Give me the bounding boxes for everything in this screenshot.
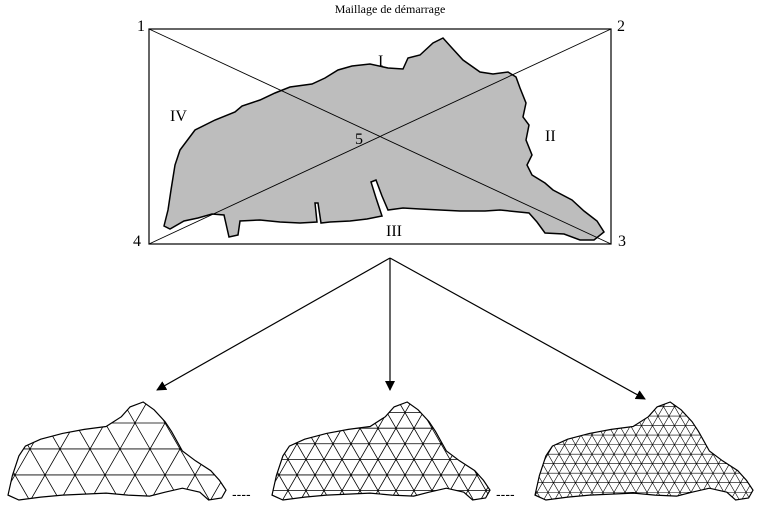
arrow-to-coarse-mesh [156, 257, 391, 391]
region-label-III: III [386, 223, 402, 240]
region-label-II: II [545, 128, 556, 145]
mesh-domain-fill [535, 402, 753, 500]
bounding-rectangle [148, 28, 612, 245]
mesh-domain-fill [272, 402, 490, 500]
corner-label-2: 2 [617, 18, 625, 35]
mesh-outline [271, 401, 491, 501]
mesh-outline [7, 401, 227, 501]
separator-dashes-2: ---- [496, 486, 515, 502]
arrow-to-fine-mesh [389, 257, 646, 400]
coarse-mesh [7, 401, 227, 501]
center-label-5: 5 [355, 131, 363, 148]
fine-mesh [534, 401, 754, 501]
region-label-IV: IV [170, 108, 187, 125]
diagram-title: Maillage de démarrage [335, 2, 446, 16]
corner-label-4: 4 [133, 233, 141, 250]
separator-dashes-1: ---- [232, 486, 251, 502]
mesh-triangulation [535, 402, 753, 500]
mesh-triangulation [8, 402, 226, 500]
corner-label-1: 1 [137, 18, 145, 35]
region-label-I: I [378, 53, 383, 70]
mesh-outline [534, 401, 754, 501]
diagonal-2-4 [148, 28, 612, 245]
corner-label-3: 3 [618, 233, 626, 250]
mesh-domain-fill [8, 402, 226, 500]
